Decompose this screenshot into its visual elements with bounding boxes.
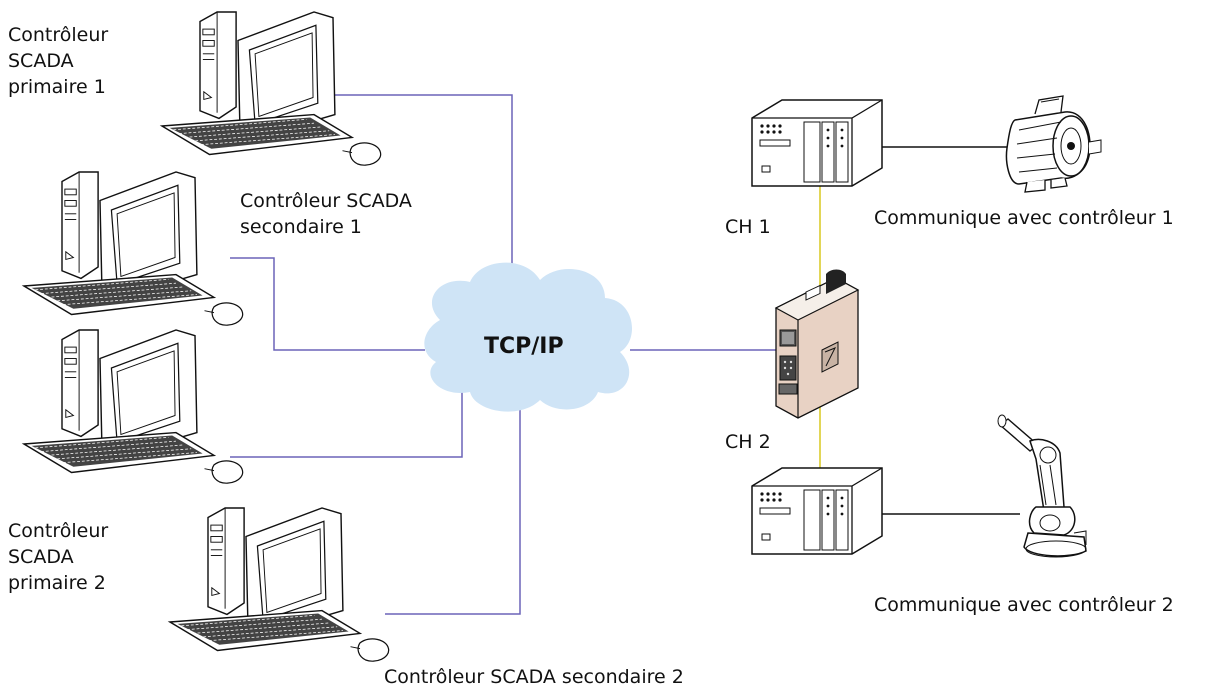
link-secondary-2 <box>385 405 521 615</box>
label-computer-primary-2: Contrôleur SCADA primaire 2 <box>8 520 109 594</box>
label-computer-secondary-1: Contrôleur SCADA secondaire 1 <box>240 190 412 238</box>
computer-primary-1-icon <box>161 11 382 166</box>
tcpip-cloud <box>424 262 632 412</box>
link-secondary-1 <box>230 257 425 351</box>
label-computer-secondary-2: Contrôleur SCADA secondaire 2 <box>384 666 684 688</box>
computer-secondary-2-icon <box>169 507 390 662</box>
label-controller-2: Communique avec contrôleur 2 <box>874 594 1174 616</box>
network-label: TCP/IP <box>484 334 564 359</box>
robot-arm-icon <box>997 414 1087 558</box>
link-primary-2 <box>230 392 463 458</box>
computer-primary-2-icon <box>23 329 244 484</box>
gateway-device-icon <box>774 269 860 419</box>
label-computer-primary-1: Contrôleur SCADA primaire 1 <box>8 24 109 98</box>
label-controller-1: Communique avec contrôleur 1 <box>874 207 1174 229</box>
label-channel-2: CH 2 <box>725 431 771 453</box>
label-channel-1: CH 1 <box>725 216 771 238</box>
computer-secondary-1-icon <box>23 171 244 326</box>
link-primary-1 <box>335 94 513 280</box>
plc-controller-1-icon <box>751 99 883 187</box>
motor-icon <box>1005 95 1102 193</box>
plc-controller-2-icon <box>751 467 883 555</box>
